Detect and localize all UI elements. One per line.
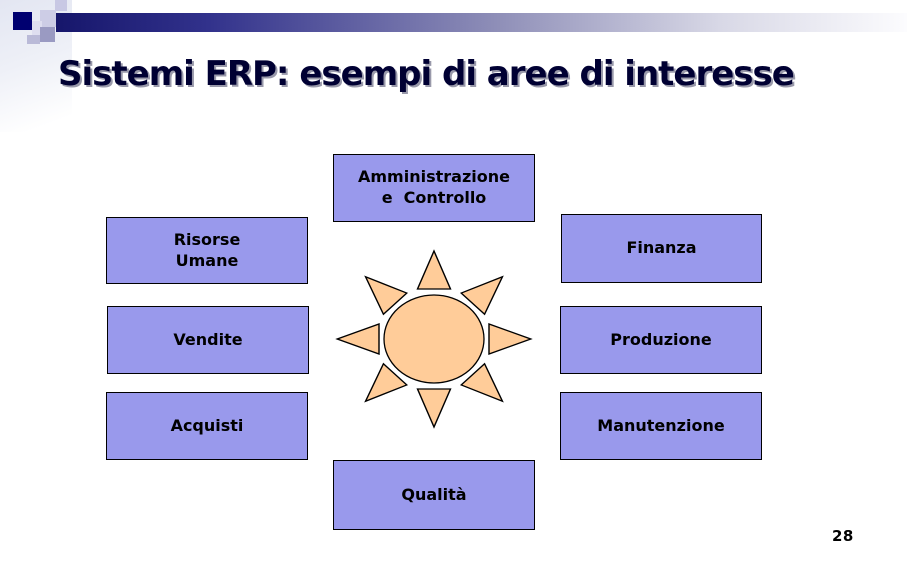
box-acquisti: Acquisti [106,392,308,460]
header-gradient-bar [56,13,907,32]
corner-square-decoration [40,10,56,27]
box-qualita: Qualità [333,460,535,530]
corner-square-decoration [55,0,67,11]
corner-square-decoration [32,21,42,35]
slide-title: Sistemi ERP: esempi di aree di interesse [58,54,795,94]
box-label: Risorse Umane [173,229,241,270]
corner-square-decoration [27,35,40,44]
sun-icon [324,229,544,449]
box-finanza: Finanza [561,214,762,283]
corner-square-decoration [40,27,55,42]
box-label: Produzione [610,329,712,349]
box-label: Finanza [626,238,697,258]
box-label: Amministrazione e Controllo [358,167,510,207]
corner-square-decoration [13,12,32,30]
box-manutenzione: Manutenzione [560,392,762,460]
box-label: Vendite [173,329,243,349]
box-produzione: Produzione [560,306,762,374]
box-amministrazione-e-controllo: Amministrazione e Controllo [333,154,535,222]
box-vendite: Vendite [107,306,309,374]
box-risorse-umane: Risorse Umane [106,217,308,284]
box-label: Qualità [401,484,467,504]
box-label: Acquisti [170,415,244,435]
box-label: Manutenzione [597,415,725,435]
page-number: 28 [832,527,854,545]
